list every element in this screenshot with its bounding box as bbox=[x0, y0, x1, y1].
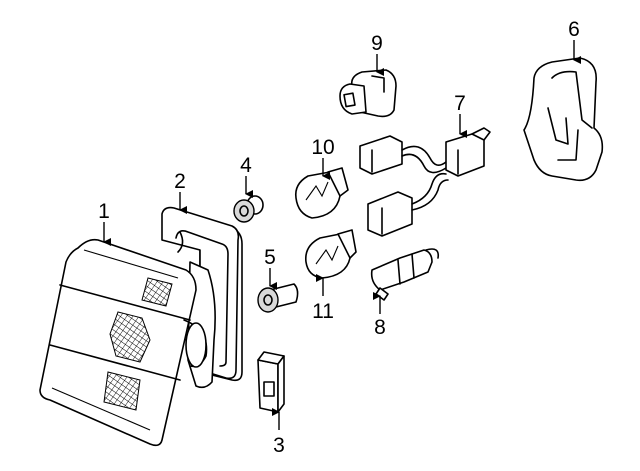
callout-2: 2 bbox=[174, 170, 186, 193]
part-10-bulb bbox=[294, 167, 349, 219]
callout-9: 9 bbox=[371, 32, 383, 55]
part-11-bulb bbox=[304, 229, 357, 279]
part-9-socket bbox=[339, 69, 397, 118]
callout-8: 8 bbox=[374, 316, 386, 339]
part-5-grommet bbox=[257, 283, 299, 313]
part-3-connector-plate bbox=[257, 351, 285, 413]
callout-4: 4 bbox=[240, 154, 252, 177]
part-7-wiring-harness bbox=[359, 127, 491, 237]
part-4-grommet bbox=[233, 195, 264, 223]
callout-7: 7 bbox=[454, 92, 466, 115]
callout-1: 1 bbox=[98, 200, 110, 223]
part-8-clip bbox=[370, 248, 440, 301]
part-6-housing-cover bbox=[523, 57, 604, 182]
callout-10: 10 bbox=[311, 136, 334, 159]
callout-11: 11 bbox=[312, 300, 334, 323]
callout-arrows bbox=[103, 40, 581, 430]
part-1-lamp-assembly bbox=[39, 238, 216, 447]
callout-6: 6 bbox=[568, 18, 580, 41]
callout-3: 3 bbox=[273, 434, 285, 457]
callout-5: 5 bbox=[264, 246, 276, 269]
